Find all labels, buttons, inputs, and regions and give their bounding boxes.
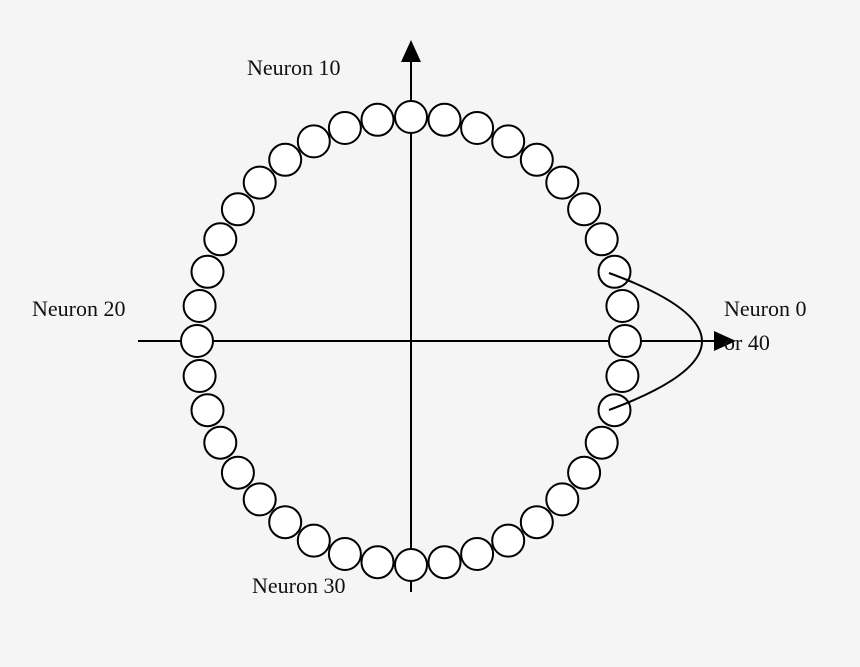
label-neuron-20: Neuron 20	[32, 296, 126, 321]
neuron-25	[242, 482, 277, 517]
label-neuron-30: Neuron 30	[252, 573, 346, 598]
label-neuron-10: Neuron 10	[247, 55, 341, 80]
neuron-16	[220, 192, 255, 227]
neuron-38	[597, 393, 632, 428]
horizontal-axis-arrow	[714, 331, 736, 351]
neuron-5	[545, 165, 580, 200]
neuron-11	[360, 102, 395, 137]
label-neuron-0: Neuron 0	[724, 296, 807, 321]
neuron-19	[182, 289, 217, 323]
neuron-26	[268, 505, 303, 540]
neuron-37	[584, 425, 619, 460]
neuron-35	[545, 482, 580, 517]
label-neuron-40: or 40	[724, 330, 770, 355]
neuron-13	[296, 124, 331, 159]
neuron-39	[605, 359, 640, 393]
vertical-axis-arrow	[401, 40, 421, 62]
neuron-30	[394, 548, 428, 582]
neuron-1	[605, 289, 640, 323]
neuron-27	[296, 523, 331, 558]
neuron-0	[608, 324, 642, 358]
tuning-curve	[608, 272, 703, 411]
neuron-15	[242, 165, 277, 200]
neuron-3	[584, 222, 619, 257]
neuron-29	[360, 545, 395, 580]
neuron-24	[220, 455, 255, 490]
neuron-14	[268, 142, 303, 177]
neuron-8	[460, 111, 495, 145]
neuron-4	[567, 192, 602, 227]
neuron-20	[180, 324, 214, 358]
neuron-17	[203, 222, 238, 257]
neuron-12	[327, 111, 362, 145]
neuron-10	[394, 100, 428, 134]
neuron-18	[190, 254, 225, 289]
neuron-36	[567, 455, 602, 490]
neuron-7	[491, 124, 526, 159]
neuron-21	[182, 359, 217, 393]
neuron-33	[491, 523, 526, 558]
neuron-2	[597, 254, 632, 289]
neuron-6	[519, 142, 554, 177]
neuron-ring	[180, 100, 642, 582]
neuron-28	[327, 537, 362, 571]
neuron-32	[460, 537, 495, 571]
neuron-23	[203, 425, 238, 460]
neuron-31	[427, 545, 462, 580]
neuron-34	[519, 505, 554, 540]
neuron-22	[190, 393, 225, 428]
neuron-9	[427, 102, 462, 137]
